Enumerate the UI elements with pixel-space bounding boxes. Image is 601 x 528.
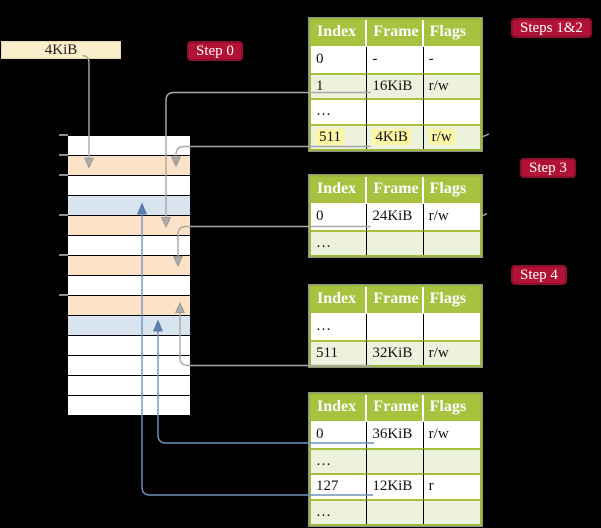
memory-tick: [59, 174, 68, 176]
column-header: Flags: [423, 20, 480, 47]
memory-row-white: [68, 396, 190, 415]
table-row: …: [311, 229, 480, 255]
column-header: Index: [311, 20, 368, 47]
table-cell: r/w: [423, 339, 480, 365]
column-header: Frame: [367, 20, 424, 47]
table-cell: 1: [311, 72, 368, 98]
table-cell: 0: [311, 204, 368, 230]
table-cell: r/w: [423, 204, 480, 230]
table-cell: [367, 447, 424, 473]
table-cell: 4KiB: [367, 123, 424, 149]
memory-row-white: [68, 136, 190, 155]
column-header: Frame: [367, 287, 424, 314]
table-cell: …: [311, 98, 368, 124]
memory-tick: [59, 154, 68, 156]
memory-row-white: [68, 336, 190, 355]
memory-row-white: [68, 176, 190, 195]
badge-step-3: Step 3: [520, 158, 576, 178]
column-header: Index: [311, 395, 368, 422]
table-cell: [423, 447, 480, 473]
memory-row-white: [68, 276, 190, 295]
table-cell: [367, 498, 424, 524]
column-header: Frame: [367, 395, 424, 422]
table-cell: r: [423, 473, 480, 499]
table-row: …: [311, 98, 480, 124]
memory-row-blue: [68, 196, 190, 215]
memory-tick: [59, 134, 68, 136]
table-cell: -: [367, 47, 424, 73]
table-cell: [367, 98, 424, 124]
frame-address-box: 4KiB: [1, 41, 121, 59]
memory-tick: [59, 214, 68, 216]
column-header: Flags: [423, 395, 480, 422]
column-header: Index: [311, 287, 368, 314]
memory-tick: [59, 254, 68, 256]
table-cell: 36KiB: [367, 422, 424, 448]
memory-tick: [59, 294, 68, 296]
table-cell: 12KiB: [367, 473, 424, 499]
table-cell: [423, 314, 480, 340]
badge-step-0: Step 0: [187, 41, 243, 61]
table-cell: 127: [311, 473, 368, 499]
table-cell: r/w: [423, 72, 480, 98]
table-row: …: [311, 498, 480, 524]
memory-column: [68, 136, 190, 416]
memory-row-blue: [68, 316, 190, 335]
table-cell: r/w: [423, 123, 480, 149]
table-cell: …: [311, 314, 368, 340]
table-cell: 32KiB: [367, 339, 424, 365]
table-cell: …: [311, 447, 368, 473]
table-cell: …: [311, 498, 368, 524]
table-cell: 511: [311, 339, 368, 365]
table-cell: …: [311, 229, 368, 255]
table-cell: [367, 229, 424, 255]
table-cell: 511: [311, 123, 368, 149]
column-header: Flags: [423, 287, 480, 314]
column-header: Index: [311, 177, 368, 204]
table-cell: r/w: [423, 422, 480, 448]
table-cell: 0: [311, 422, 368, 448]
badge-step-4: Step 4: [511, 265, 567, 285]
table-cell: -: [423, 47, 480, 73]
memory-row-peach: [68, 216, 190, 235]
column-header: Frame: [367, 177, 424, 204]
memory-row-white: [68, 236, 190, 255]
memory-row-peach: [68, 296, 190, 315]
table-cell: [423, 229, 480, 255]
badge-steps-1-2: Steps 1&2: [511, 18, 592, 38]
memory-row-peach: [68, 156, 190, 175]
table-cell: [423, 498, 480, 524]
table-cell: 16KiB: [367, 72, 424, 98]
table-row: 0--: [311, 47, 480, 73]
table-cell: [367, 314, 424, 340]
memory-row-white: [68, 376, 190, 395]
column-header: Flags: [423, 177, 480, 204]
arrow-fragment-table1: [481, 133, 490, 138]
memory-row-peach: [68, 256, 190, 275]
table-row: …: [311, 447, 480, 473]
table-row: …: [311, 314, 480, 340]
table-cell: 24KiB: [367, 204, 424, 230]
table-cell: [423, 98, 480, 124]
memory-row-white: [68, 356, 190, 375]
table-cell: 0: [311, 47, 368, 73]
